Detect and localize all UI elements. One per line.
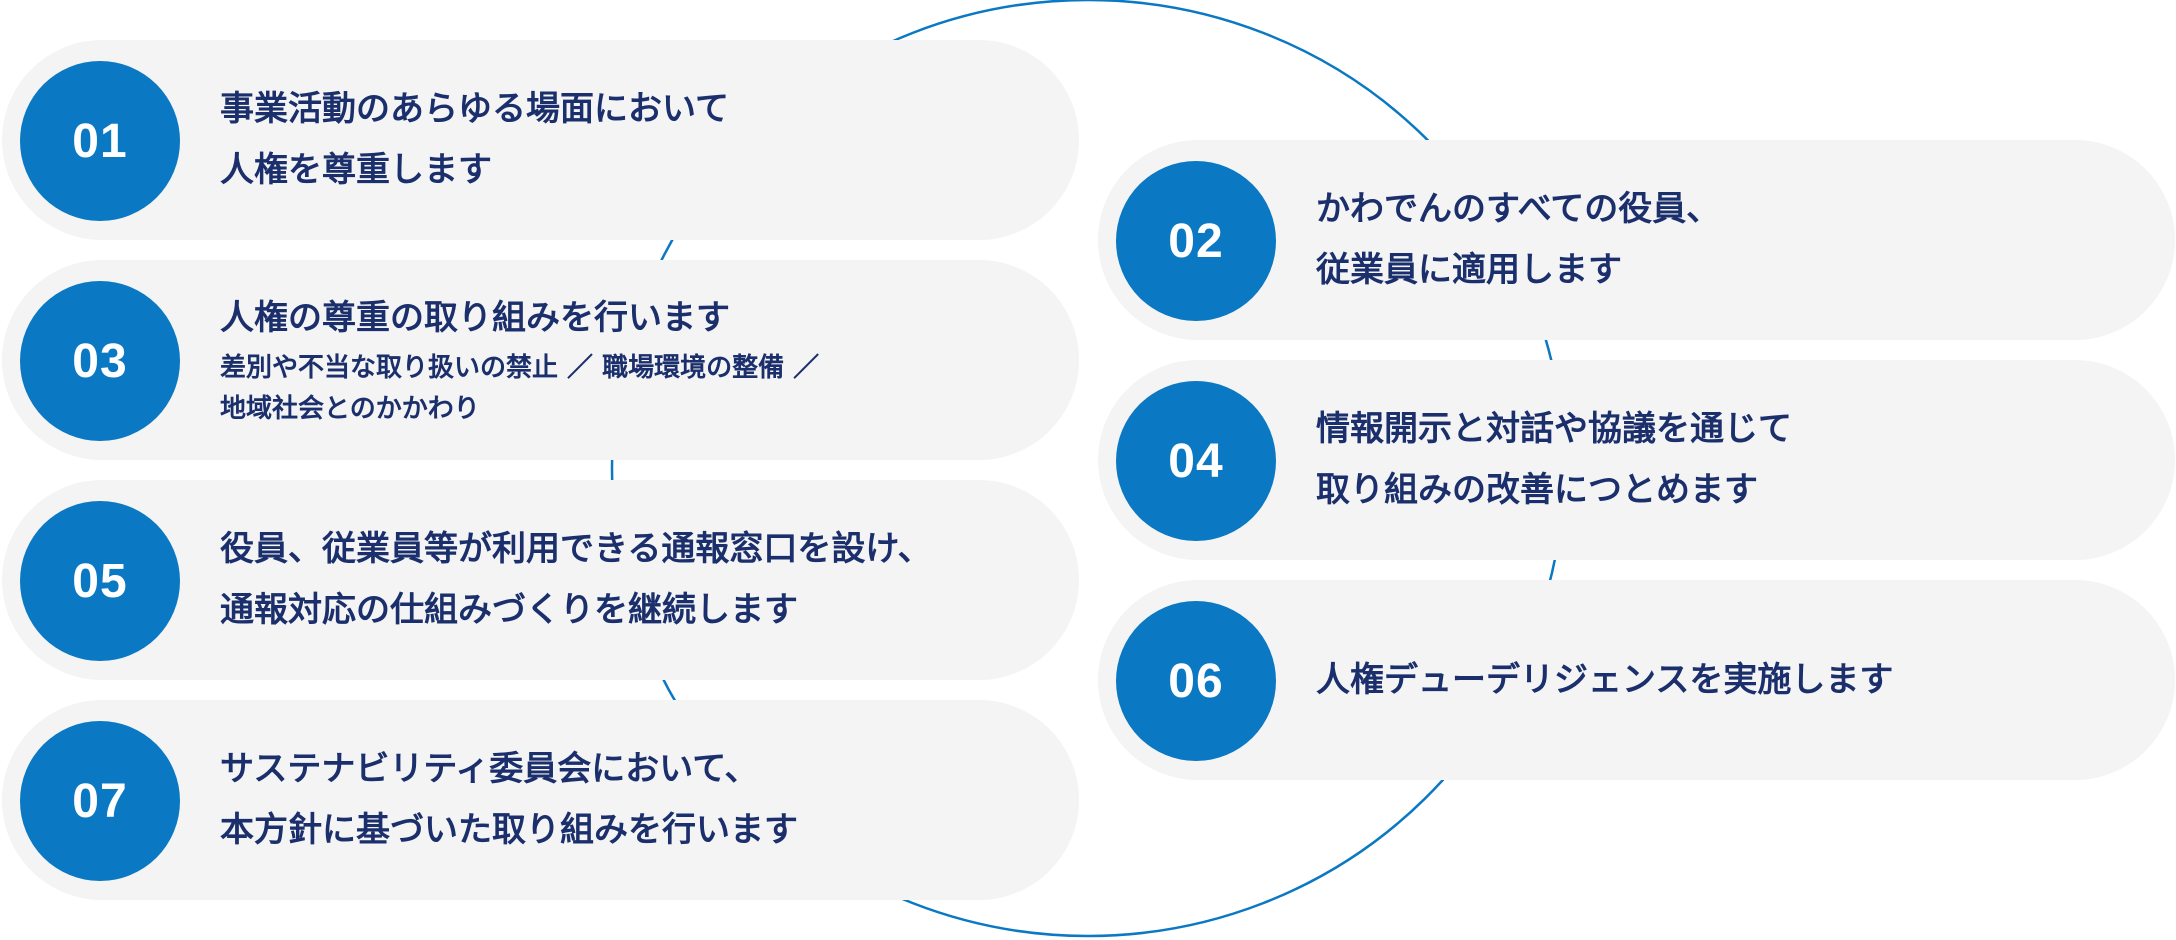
number-badge: 01 — [20, 61, 180, 221]
principle-line: 人権を尊重します — [220, 150, 492, 190]
principle-subline: 差別や不当な取り扱いの禁止 ／ 職場環境の整備 ／ — [220, 353, 820, 383]
number-badge: 07 — [20, 721, 180, 881]
principle-card-02: 02 かわでんのすべての役員、 従業員に適用します — [1098, 140, 2175, 340]
number-badge: 05 — [20, 501, 180, 661]
principle-card-07: 07 サステナビリティ委員会において、 本方針に基づいた取り組みを行います — [2, 700, 1079, 900]
number-badge: 06 — [1116, 601, 1276, 761]
principle-line: 人権の尊重の取り組みを行います — [220, 298, 730, 338]
principle-line: かわでんのすべての役員、 — [1316, 189, 1721, 229]
principle-line: 情報開示と対話や協議を通じて — [1316, 409, 1792, 449]
principle-card-04: 04 情報開示と対話や協議を通じて 取り組みの改善につとめます — [1098, 360, 2175, 560]
principle-line: 通報対応の仕組みづくりを継続します — [220, 590, 798, 630]
number-badge: 04 — [1116, 381, 1276, 541]
principle-line: 従業員に適用します — [1316, 250, 1622, 290]
principle-text: 事業活動のあらゆる場面において 人権を尊重します — [220, 40, 1039, 240]
number-badge: 02 — [1116, 161, 1276, 321]
principle-text: 役員、従業員等が利用できる通報窓口を設け、 通報対応の仕組みづくりを継続します — [220, 480, 1039, 680]
principle-card-05: 05 役員、従業員等が利用できる通報窓口を設け、 通報対応の仕組みづくりを継続し… — [2, 480, 1079, 680]
principle-text: 人権の尊重の取り組みを行います 差別や不当な取り扱いの禁止 ／ 職場環境の整備 … — [220, 260, 1039, 460]
principle-text: 情報開示と対話や協議を通じて 取り組みの改善につとめます — [1316, 360, 2135, 560]
principle-line: 役員、従業員等が利用できる通報窓口を設け、 — [220, 529, 932, 569]
principle-card-06: 06 人権デューデリジェンスを実施します — [1098, 580, 2175, 780]
number-badge: 03 — [20, 281, 180, 441]
principle-card-01: 01 事業活動のあらゆる場面において 人権を尊重します — [2, 40, 1079, 240]
principle-text: かわでんのすべての役員、 従業員に適用します — [1316, 140, 2135, 340]
principle-line: 人権デューデリジェンスを実施します — [1316, 659, 1894, 700]
principle-text: 人権デューデリジェンスを実施します — [1316, 580, 2135, 780]
principle-line: 取り組みの改善につとめます — [1316, 470, 1758, 510]
principle-card-03: 03 人権の尊重の取り組みを行います 差別や不当な取り扱いの禁止 ／ 職場環境の… — [2, 260, 1079, 460]
principle-line: 事業活動のあらゆる場面において — [220, 89, 729, 129]
principle-line: サステナビリティ委員会において、 — [220, 749, 759, 789]
principle-line: 本方針に基づいた取り組みを行います — [220, 810, 798, 850]
principle-subline: 地域社会とのかかわり — [220, 394, 480, 424]
principle-text: サステナビリティ委員会において、 本方針に基づいた取り組みを行います — [220, 700, 1039, 900]
